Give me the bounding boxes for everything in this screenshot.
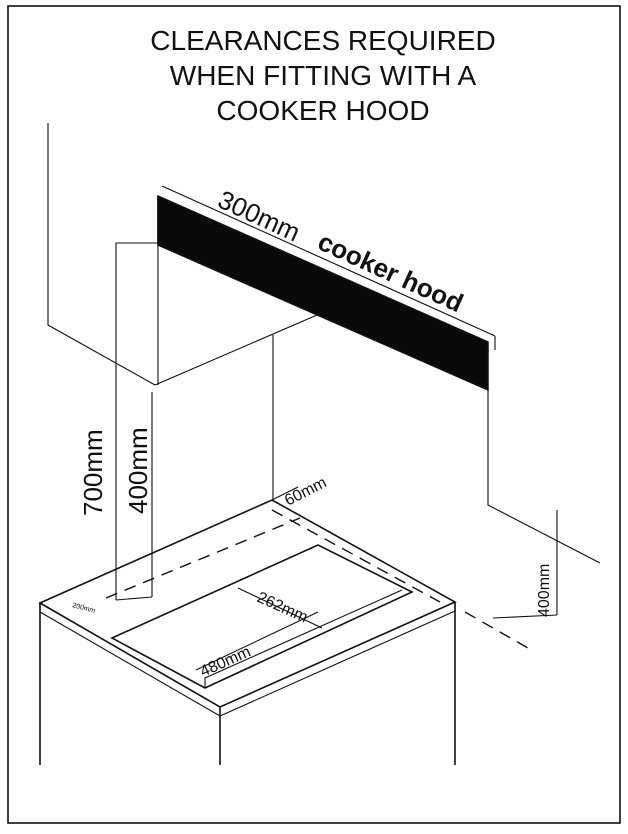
hob-inner-edge [204,589,403,688]
dim-262-line [237,587,323,629]
dim-side-400-bottom [492,614,558,619]
dashed-side-line [271,509,441,603]
title-line-2: WHEN FITTING WITH A [170,60,477,91]
dim-400-label: 400mm [123,427,153,514]
right-wall-line [487,390,601,564]
hob-outline [110,544,414,689]
hood-underside-left [154,314,318,386]
left-wall-line [47,123,156,386]
worktop-top [38,499,457,708]
outer-frame [7,5,621,824]
worktop-thickness [39,602,456,717]
dim-700-label: 700mm [78,429,108,516]
dim-front-small-label: 200mm [71,602,96,615]
title-line-1: CLEARANCES REQUIRED [150,25,495,56]
dim-side-400-label: 400mm [536,564,553,617]
dashed-right-line [464,611,529,649]
dim-480-label: 480mm [198,643,254,680]
dim-60-label: 60mm [282,474,329,509]
dim-262-label: 262mm [254,589,310,626]
dim-60-tick [271,486,299,501]
cooker-hood-band [157,194,489,392]
title-line-3: COOKER HOOD [216,95,429,126]
dashed-back-line [105,517,301,599]
dim-480-line [195,611,319,671]
hood-width-dimension-line [161,185,496,337]
dim-bottom-tick [115,596,153,601]
